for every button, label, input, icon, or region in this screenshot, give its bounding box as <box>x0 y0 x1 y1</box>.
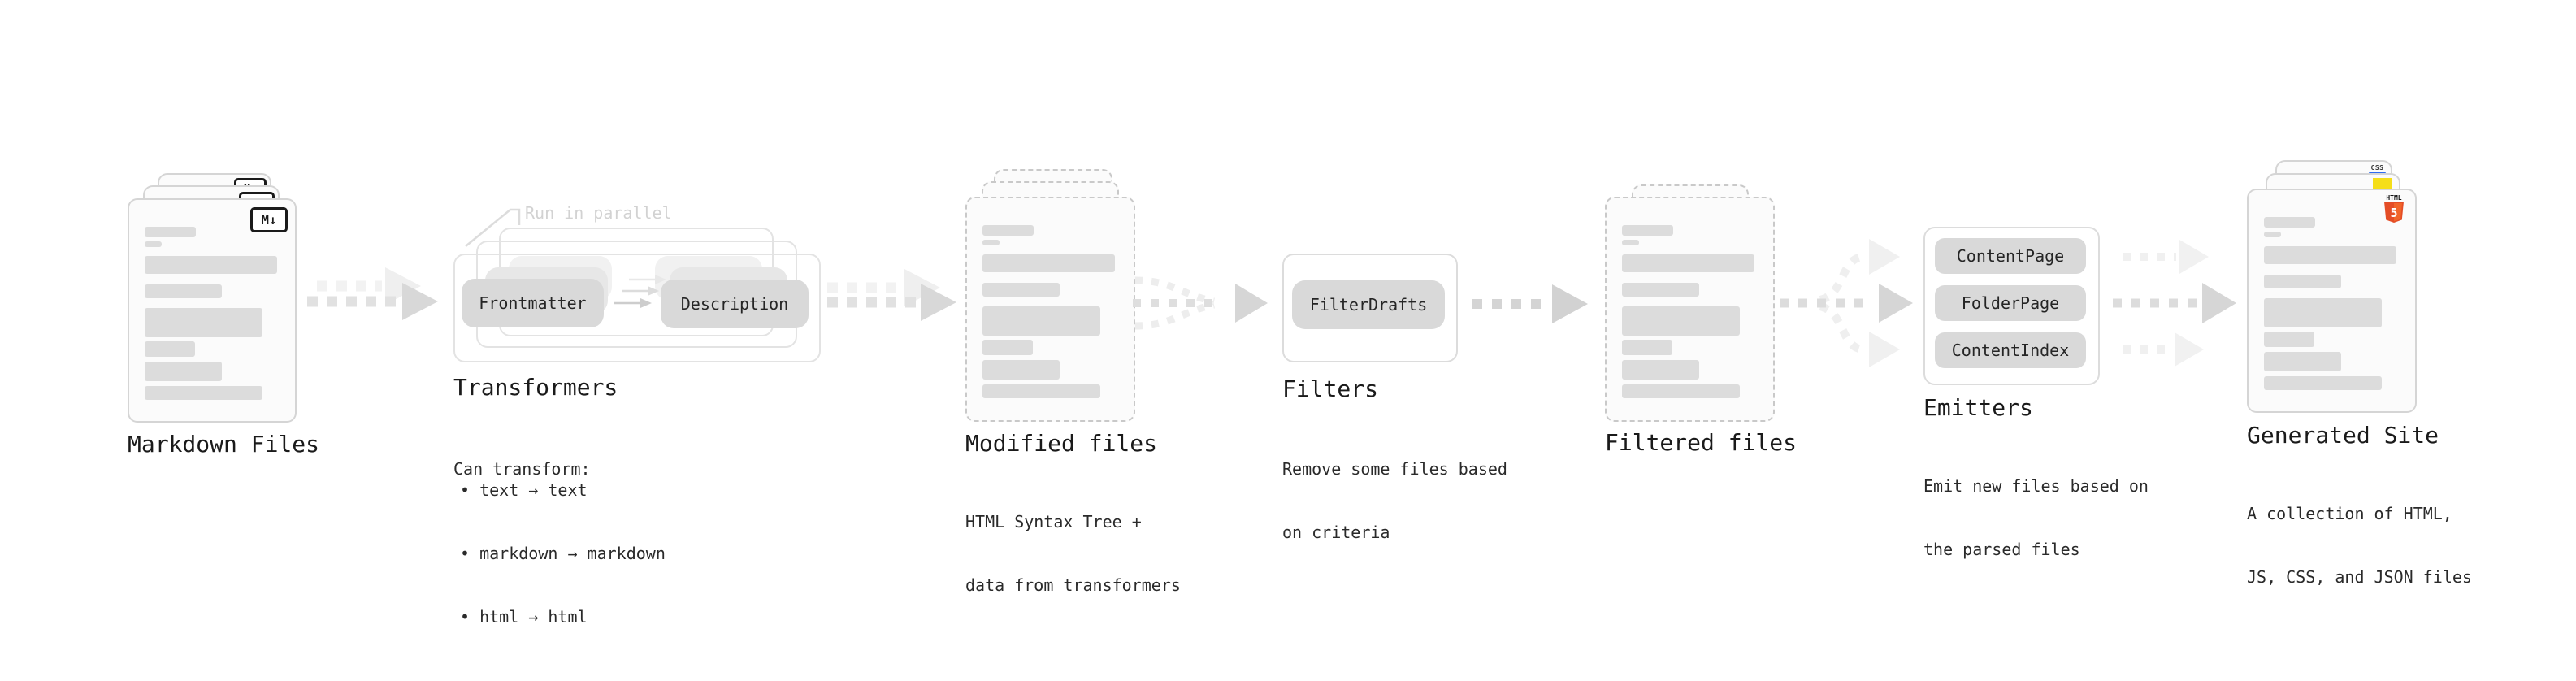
html5-icon: HTML 5 <box>2383 194 2405 227</box>
description-pill: Description <box>661 280 809 328</box>
folderpage-pill: FolderPage <box>1935 285 2086 321</box>
placeholder-bar <box>1622 240 1639 245</box>
node-label-transformers: Transformers <box>453 374 618 401</box>
arrow-filtered-to-emitters-fan-out <box>1780 239 1913 367</box>
node-label-emitters: Emitters <box>1923 394 2033 421</box>
placeholder-bar <box>982 384 1100 398</box>
placeholder-bar <box>145 386 262 400</box>
placeholder-bar <box>2264 352 2341 371</box>
markdown-icon: M↓ <box>250 207 288 232</box>
placeholder-bar <box>2264 275 2341 288</box>
contentpage-pill: ContentPage <box>1935 238 2086 274</box>
placeholder-bar <box>982 240 1000 245</box>
placeholder-bar <box>1622 225 1673 236</box>
frontmatter-pill: Frontmatter <box>462 279 604 327</box>
placeholder-bar <box>1622 254 1754 272</box>
transformers-bullet-list: • text → text • markdown → markdown • ht… <box>460 437 666 670</box>
placeholder-bar <box>1622 360 1699 380</box>
placeholder-bar <box>145 341 195 357</box>
placeholder-bar <box>145 256 277 274</box>
placeholder-bar <box>982 306 1100 336</box>
bullet-item: • text → text <box>460 480 588 500</box>
placeholder-bar <box>1622 384 1740 398</box>
arrow-modified-to-filters-fan-in <box>1133 276 1268 330</box>
filterdrafts-pill: FilterDrafts <box>1292 280 1445 329</box>
generated-site-description: A collection of HTML, JS, CSS, and JSON … <box>2247 504 2472 587</box>
node-label-markdown-files: Markdown Files <box>128 431 320 458</box>
node-label-filters: Filters <box>1282 375 1379 402</box>
modified-files-description: HTML Syntax Tree + data from transformer… <box>965 512 1181 595</box>
placeholder-bar <box>2264 232 2281 237</box>
bullet-item: • markdown → markdown <box>460 544 666 563</box>
placeholder-bar <box>1622 306 1740 336</box>
file-card-markdown: M↓ <box>128 198 297 423</box>
arrow-emitters-to-generated <box>2113 240 2236 367</box>
file-card-modified <box>965 197 1135 422</box>
placeholder-bar <box>982 340 1033 355</box>
filters-description: Remove some files based on criteria <box>1282 459 1507 542</box>
placeholder-bar <box>145 284 222 298</box>
node-label-generated-site: Generated Site <box>2247 422 2439 449</box>
placeholder-bar <box>2264 376 2382 390</box>
contentindex-pill: ContentIndex <box>1935 332 2086 368</box>
emitters-description: Emit new files based on the parsed files <box>1923 476 2149 559</box>
transformer-frame-front <box>453 254 821 362</box>
placeholder-bar <box>2264 217 2315 228</box>
node-label-filtered-files: Filtered files <box>1605 429 1798 456</box>
placeholder-bar <box>145 227 196 237</box>
placeholder-bar <box>2264 246 2396 264</box>
placeholder-bar <box>145 308 262 337</box>
svg-text:5: 5 <box>2390 206 2397 220</box>
placeholder-bar <box>2264 332 2314 347</box>
placeholder-bar <box>982 225 1034 236</box>
placeholder-bar <box>1622 340 1672 355</box>
bullet-item: • html → html <box>460 607 588 627</box>
placeholder-bar <box>982 360 1060 380</box>
arrow-transformers-to-modified <box>827 269 956 321</box>
placeholder-bar <box>1622 283 1699 297</box>
arrow-filters-to-filtered <box>1472 284 1588 323</box>
transformers-description: Can transform: <box>453 459 591 479</box>
run-in-parallel-annotation: Run in parallel <box>525 203 672 223</box>
placeholder-bar <box>145 362 222 381</box>
node-label-modified-files: Modified files <box>965 430 1158 457</box>
file-card-html: HTML 5 <box>2247 189 2417 413</box>
placeholder-bar <box>145 241 162 247</box>
file-card-filtered <box>1605 197 1775 422</box>
arrow-markdown-to-transformers <box>307 267 438 320</box>
placeholder-bar <box>2264 298 2382 327</box>
placeholder-bar <box>982 283 1060 297</box>
placeholder-bar <box>982 254 1115 272</box>
js-icon <box>2373 178 2392 189</box>
